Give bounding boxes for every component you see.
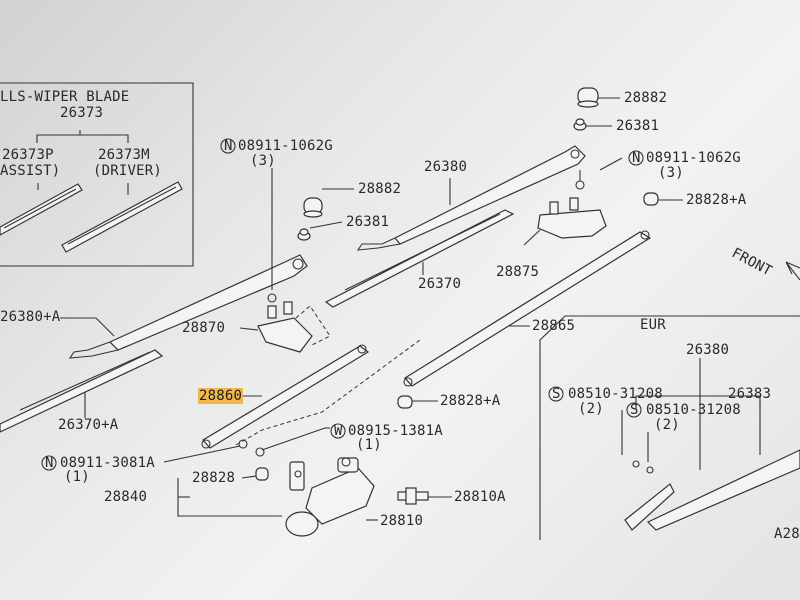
bolt-28810a: 28810A [454, 489, 506, 505]
screw-symbol-circle [548, 386, 564, 402]
eur-title: EUR [640, 317, 666, 333]
wiper-blade-26370a-drawing [0, 349, 164, 433]
assist-blade-drawing [0, 183, 83, 236]
grommet-26381-top: 26381 [616, 118, 660, 134]
blade-26370: 26370 [418, 276, 462, 292]
nut-symbol-circle [220, 138, 236, 154]
link-rod-28860-drawing [201, 344, 370, 449]
link-rod-28865: 28865 [532, 318, 576, 334]
arm-26380: 26380 [424, 159, 468, 175]
wiper-motor-28810-drawing [285, 457, 375, 537]
assist-label: ASSIST) [0, 163, 61, 179]
leader-line [80, 134, 129, 143]
driver-label: (DRIVER) [93, 163, 163, 179]
washer-drawing [255, 447, 265, 457]
inset-part-number: 26373 [60, 105, 104, 121]
driver-blade-drawing [61, 181, 183, 253]
arm-26380a: 26380+A [0, 309, 61, 325]
pivot-28870: 28870 [182, 320, 226, 336]
wiper-arm-26380a-drawing [68, 254, 308, 359]
pivot-28875-drawing [537, 180, 607, 239]
wiper-blade-26370-drawing [324, 209, 515, 308]
cap-28882-top: 28882 [624, 90, 668, 106]
bushing-28828-drawing [255, 467, 269, 481]
nut-symbol: N [224, 138, 233, 154]
front-arrow [785, 261, 800, 281]
nut-qty-right: (3) [658, 165, 684, 181]
eur-partial-label: A28 [774, 526, 800, 542]
nut-symbol: N [45, 455, 54, 471]
washer-symbol-circle [330, 423, 346, 439]
grommet-26381-top-drawing [573, 118, 587, 131]
eur-cover-26383-drawing [624, 449, 800, 531]
pivot-28875: 28875 [496, 264, 540, 280]
screw-symbol-circle [626, 402, 642, 418]
highlighted-part-number: 28860 [198, 388, 244, 404]
nut-part-bottom: 08911-3081A [60, 455, 155, 471]
bolt-28810a-drawing [397, 487, 429, 505]
bushing-28828a-mid: 28828+A [440, 393, 501, 409]
eur-cover-26383: 26383 [728, 386, 772, 402]
leader-line [36, 130, 81, 143]
grommet-26381-mid: 26381 [346, 214, 390, 230]
bushing-28828: 28828 [192, 470, 236, 486]
assist-part-number: 26373P [2, 147, 54, 163]
link-rod-28860: 28860 [198, 388, 244, 404]
nut-part-left: 08911-1062G [238, 138, 333, 154]
link-rod-28865-drawing [403, 230, 652, 387]
nut-drawing [238, 439, 248, 449]
nut-part-right: 08911-1062G [646, 150, 741, 166]
washer-symbol: W [334, 423, 343, 439]
leader-line [177, 478, 282, 517]
motor-28810: 28810 [380, 513, 424, 529]
screw-symbol: S [552, 386, 561, 402]
bushing-28828a-top-drawing [643, 192, 659, 206]
eur-bolt-1: 08510-31208 [568, 386, 663, 402]
grommet-26381-mid-drawing [297, 228, 311, 241]
eur-arm-26380: 26380 [686, 342, 730, 358]
eur-bolt-2-qty: (2) [654, 417, 680, 433]
wiper-arm-26380-drawing [356, 145, 586, 251]
blade-26370a: 26370+A [58, 417, 119, 433]
bushing-28828a-mid-drawing [397, 395, 413, 409]
nut-symbol: N [632, 150, 641, 166]
nut-symbol-circle [41, 455, 57, 471]
eur-bolt-1-qty: (2) [578, 401, 604, 417]
washer-part: 08915-1381A [348, 423, 443, 439]
bracket-28840: 28840 [104, 489, 148, 505]
cap-28882-top-drawing [577, 87, 599, 108]
eur-bolt-2: 08510-31208 [646, 402, 741, 418]
driver-part-number: 26373M [98, 147, 150, 163]
nut-qty-left: (3) [250, 153, 276, 169]
eur-frame [539, 315, 800, 540]
washer-qty: (1) [356, 437, 382, 453]
inset-title: LLS-WIPER BLADE [0, 89, 130, 105]
nut-symbol-circle [628, 150, 644, 166]
pivot-28870-drawing [257, 301, 313, 353]
cap-28882-mid: 28882 [358, 181, 402, 197]
screw-symbol: S [630, 402, 639, 418]
cap-28882-mid-drawing [303, 197, 323, 218]
bushing-28828a-top: 28828+A [686, 192, 747, 208]
nut-qty-bottom: (1) [64, 469, 90, 485]
inset-frame [0, 82, 194, 267]
